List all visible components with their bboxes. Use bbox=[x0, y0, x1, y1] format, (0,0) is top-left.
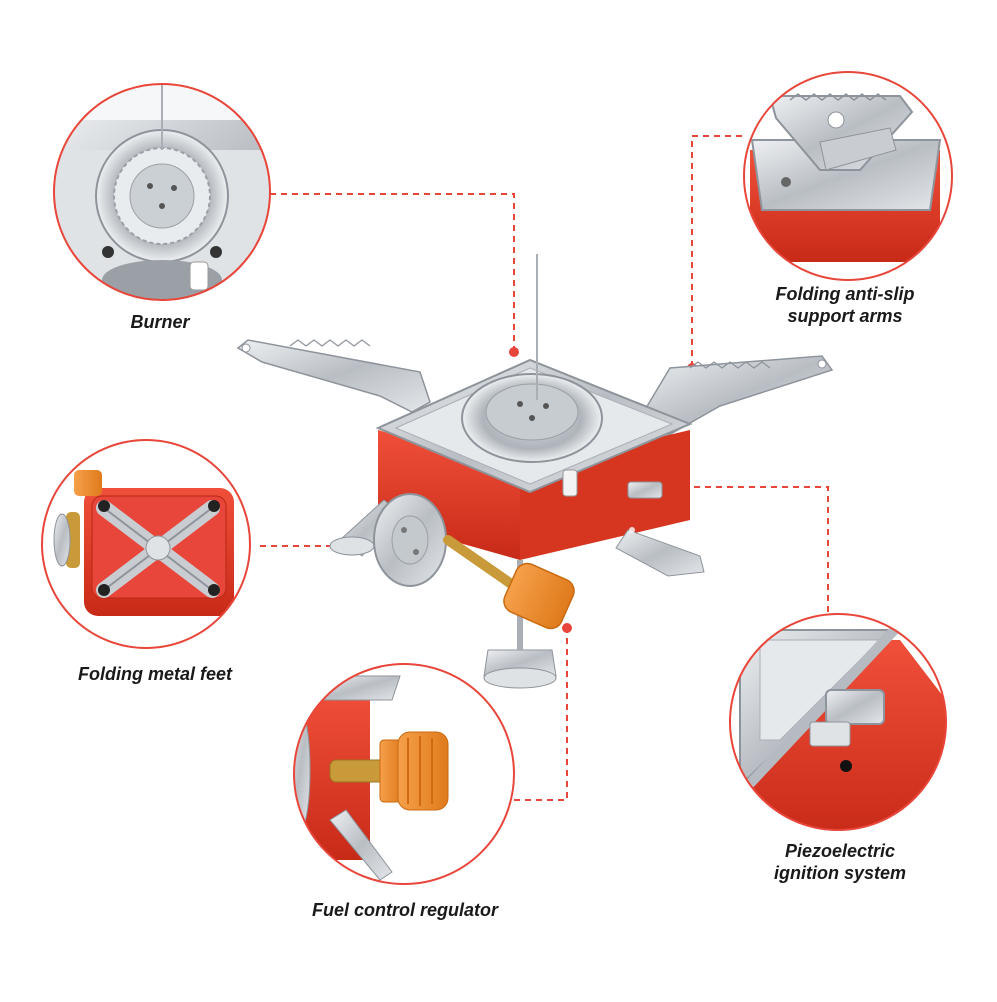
leader-line-burner bbox=[270, 193, 515, 350]
leader-line-fuel bbox=[514, 630, 568, 801]
dot-burner bbox=[509, 347, 519, 357]
detail-circle-feet bbox=[41, 439, 251, 649]
label-ignition: Piezoelectric ignition system bbox=[745, 840, 935, 884]
label-ignition-line1: Piezoelectric bbox=[784, 841, 896, 861]
detail-circle-fuel bbox=[293, 663, 515, 885]
detail-circle-burner bbox=[53, 83, 271, 301]
stove-piezo-button bbox=[627, 481, 663, 499]
label-fuel-regulator-text: Fuel control regulator bbox=[311, 900, 498, 920]
label-metal-feet-text: Folding metal feet bbox=[77, 664, 232, 684]
main-stove bbox=[236, 254, 834, 689]
leader-line-piezo bbox=[672, 486, 829, 612]
dot-fuel bbox=[562, 623, 572, 633]
leader-line-arms bbox=[691, 135, 742, 366]
label-support-arms-line2: support arms bbox=[787, 306, 903, 326]
label-ignition-line2: ignition system bbox=[773, 863, 907, 883]
detail-circle-arms bbox=[743, 71, 953, 281]
stove-foot-right bbox=[615, 529, 705, 577]
leader-lines bbox=[260, 135, 829, 801]
label-support-arms-line1: Folding anti-slip bbox=[775, 284, 915, 304]
label-metal-feet: Folding metal feet bbox=[40, 663, 270, 685]
support-arm-left bbox=[236, 339, 431, 413]
detail-circle-piezo bbox=[729, 613, 947, 831]
stove-regulator-knob bbox=[503, 562, 575, 630]
label-fuel-regulator: Fuel control regulator bbox=[270, 899, 540, 921]
label-support-arms: Folding anti-slip support arms bbox=[740, 283, 950, 327]
label-burner-text: Burner bbox=[130, 312, 190, 332]
label-burner: Burner bbox=[100, 311, 220, 333]
